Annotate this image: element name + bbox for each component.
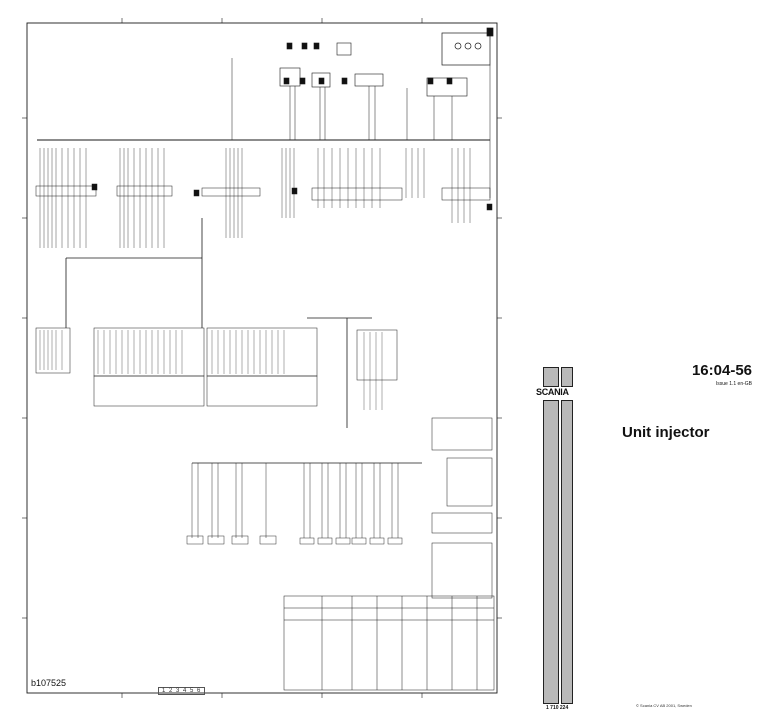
right-middle-boxes (431, 417, 493, 599)
upper-connector-blocks (35, 183, 493, 211)
top-components (279, 42, 468, 97)
injector-drops (186, 463, 403, 545)
parts-list-table (283, 595, 495, 691)
top-drop-wires (231, 58, 491, 198)
document-number: 16:04-56 (691, 362, 752, 379)
issue-label: Issue 1.1 en-GB (715, 381, 752, 387)
frame-ticks (22, 18, 502, 698)
fuse-box-top (441, 27, 494, 66)
middle-connector-blocks (35, 327, 398, 407)
upper-wire-bundles (39, 148, 471, 248)
middle-wire-lines (39, 330, 383, 410)
document-title: Unit injector (622, 424, 710, 441)
cover-bar-right (561, 400, 573, 704)
wiring-diagram (22, 18, 502, 698)
copyright-notice: © Scania CV AB 2001, Sweden (636, 703, 692, 708)
part-number: 1 710 224 (546, 705, 569, 711)
sheet-frame (26, 22, 498, 694)
diagram-reference-code: b107525 (31, 678, 67, 688)
cover-bar-left-top (543, 367, 559, 387)
sheet-frame-code: 1 2 3 4 5 6 (158, 687, 206, 695)
cover-bar-left (543, 400, 559, 704)
cover-bar-right-top (561, 367, 573, 387)
scania-logo: SCANIA (536, 387, 569, 397)
wiring-diagram-sheet (22, 18, 502, 698)
